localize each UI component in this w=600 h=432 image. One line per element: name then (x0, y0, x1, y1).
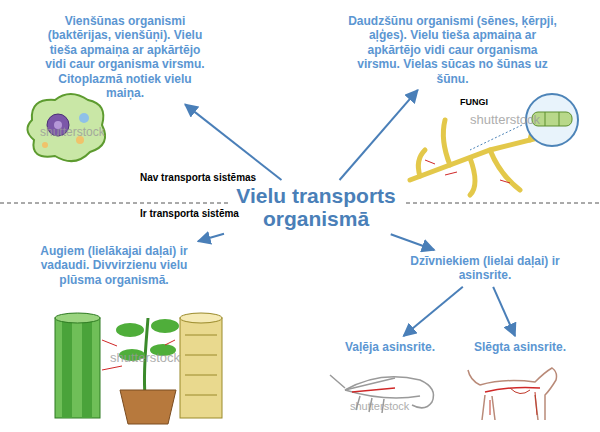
picture-title: FUNGI (460, 97, 488, 107)
dog-picture (468, 368, 557, 420)
info-box: Slēgta asinsrite. (465, 340, 575, 354)
watermark: shutterstock (350, 400, 409, 412)
info-box: Dzīvniekiem (lielai daļai) ir asinsrite. (400, 254, 570, 283)
central-title: Vielu transports organismā (228, 184, 404, 230)
arrow-connector (403, 287, 462, 336)
node-text: Vaļēja asinsrite. (338, 340, 442, 354)
node-text: Vielu transports organismā (228, 184, 404, 230)
info-box: Vienšūnas organismi (baktērijas, vienšūņ… (40, 14, 210, 100)
info-box: Augiem (lielākajai daļai) ir vadaudi. Di… (34, 244, 194, 287)
region-note: Ir transporta sistēma (140, 208, 239, 219)
fungi-zoom (425, 94, 578, 183)
node-text: Slēgta asinsrite. (465, 340, 575, 354)
arrow-connector (340, 90, 418, 180)
arrow-connector (391, 234, 435, 250)
info-box: Vaļēja asinsrite. (338, 340, 442, 354)
arrow-connector (185, 104, 281, 180)
arrow-connector (493, 287, 515, 336)
node-text: Dzīvniekiem (lielai daļai) ir asinsrite. (400, 254, 570, 283)
node-text: Augiem (lielākajai daļai) ir vadaudi. Di… (34, 244, 194, 287)
watermark: shutterstock (110, 350, 180, 365)
node-text: Daudzšūnu organismi (sēnes, ķērpji, aļģe… (345, 14, 560, 86)
watermark: shutterstock (40, 125, 105, 139)
cell-picture (27, 94, 105, 161)
shrimp-picture (330, 375, 434, 413)
info-box: Daudzšūnu organismi (sēnes, ķērpji, aļģe… (345, 14, 560, 86)
region-note: Nav transporta sistēmas (140, 172, 256, 183)
node-text: Vienšūnas organismi (baktērijas, vienšūņ… (40, 14, 210, 100)
watermark: shutterstock (470, 112, 540, 127)
arrow-connector (198, 234, 224, 242)
plant-picture (55, 313, 222, 424)
